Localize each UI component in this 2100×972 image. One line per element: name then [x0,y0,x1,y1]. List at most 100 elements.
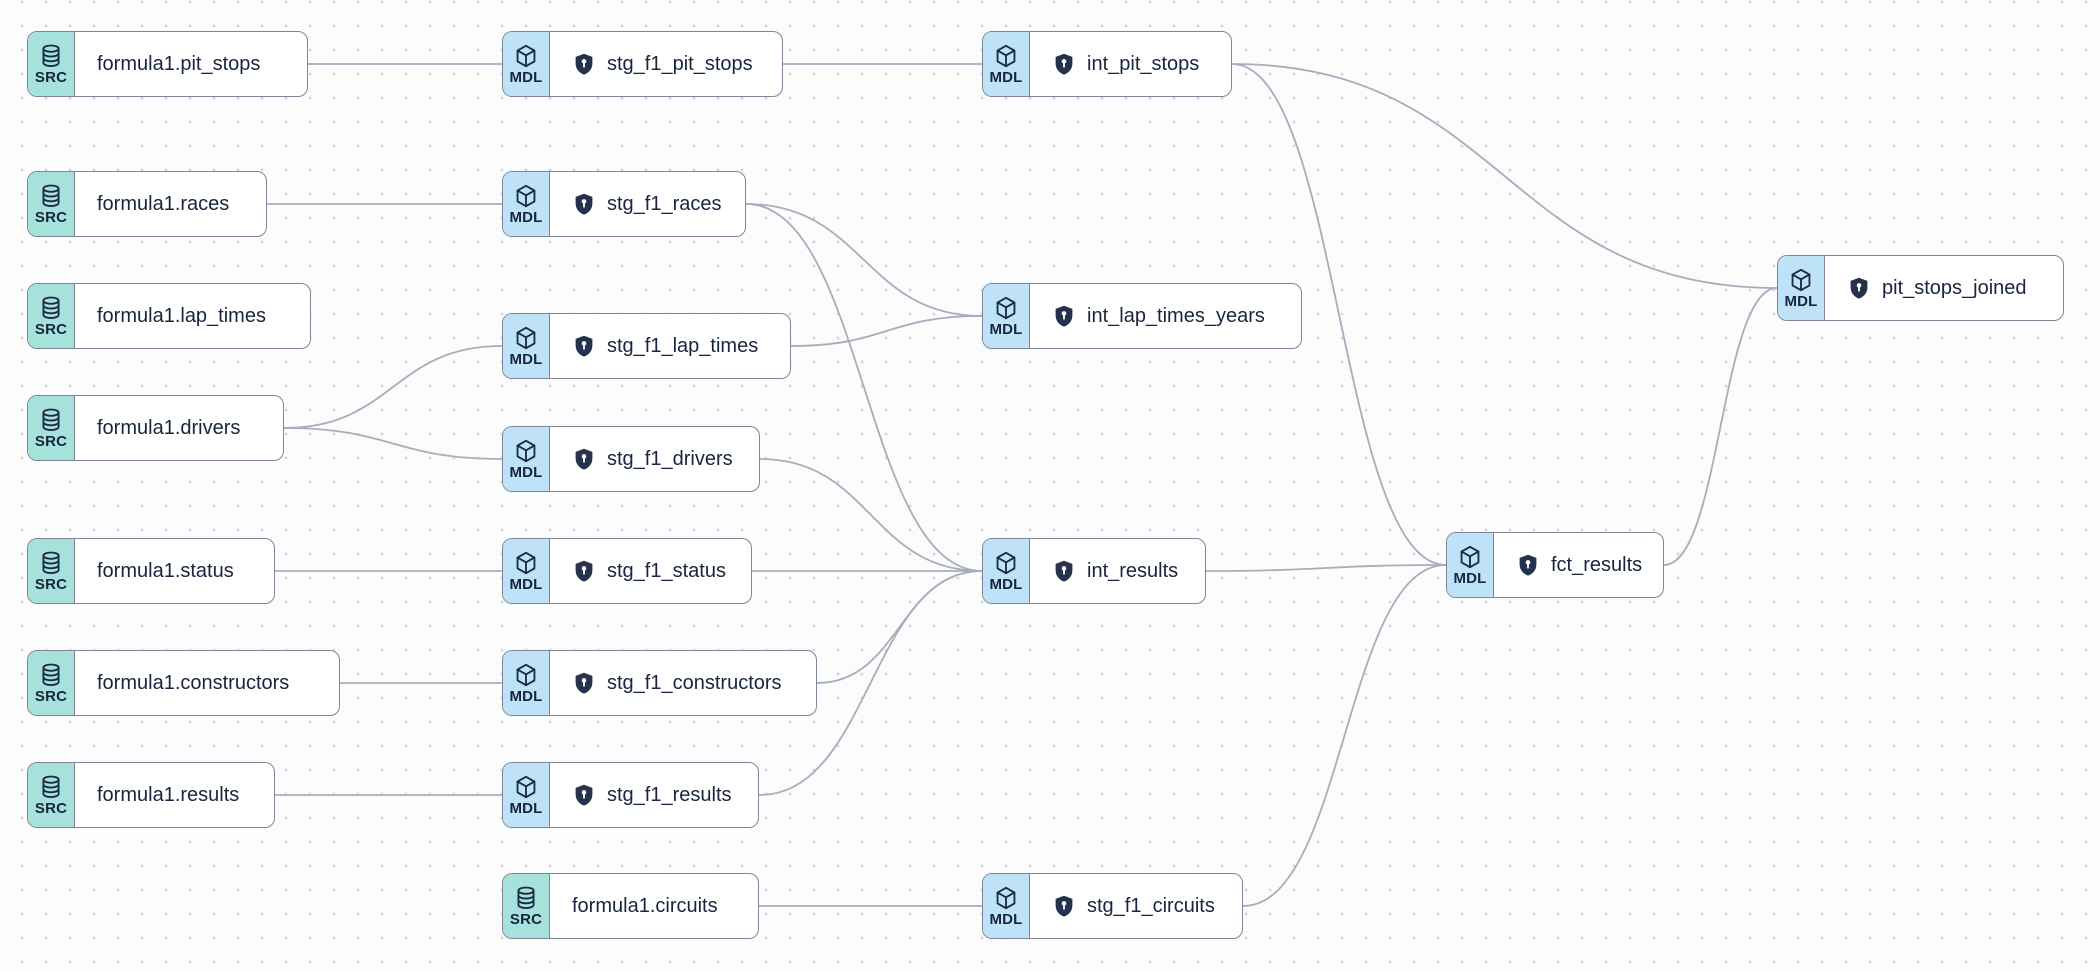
lineage-node-int_results[interactable]: MDL int_results [982,538,1206,604]
shield-icon [1847,276,1871,300]
node-body: formula1.pit_stops [75,32,307,96]
node-body: formula1.constructors [75,651,339,715]
node-body: int_results [1030,539,1205,603]
lineage-node-src_status[interactable]: SRC formula1.status [27,538,275,604]
node-body: formula1.status [75,539,274,603]
lineage-node-src_lap_times[interactable]: SRC formula1.lap_times [27,283,311,349]
node-type-label: MDL [509,463,543,481]
database-icon [38,43,64,69]
lineage-node-fct_results[interactable]: MDL fct_results [1446,532,1664,598]
node-title: int_results [1087,559,1179,582]
node-type-badge-model: MDL [983,284,1030,348]
node-body: formula1.drivers [75,396,283,460]
node-type-badge-source: SRC [28,539,75,603]
shield-icon [572,783,596,807]
shield-icon [1052,559,1076,583]
node-type-label: MDL [1453,569,1487,587]
shield-icon [1516,553,1540,577]
node-body: stg_f1_status [550,539,751,603]
node-type-badge-model: MDL [1778,256,1825,320]
cube-icon [513,662,539,688]
edge-stg_f1_races-to-int_results [745,203,983,572]
cube-icon [1457,544,1483,570]
lineage-node-stg_f1_races[interactable]: MDL stg_f1_races [502,171,746,237]
node-type-badge-model: MDL [983,32,1030,96]
node-title: stg_f1_races [607,192,722,215]
edge-stg_f1_constructors-to-int_results [816,570,983,684]
lineage-node-src_races[interactable]: SRC formula1.races [27,171,267,237]
node-type-label: MDL [509,208,543,226]
node-type-label: MDL [989,320,1023,338]
cube-icon [513,325,539,351]
node-body: stg_f1_constructors [550,651,816,715]
node-type-badge-model: MDL [503,32,550,96]
node-title: formula1.status [97,559,234,582]
node-title: pit_stops_joined [1882,276,2027,299]
node-type-label: MDL [509,68,543,86]
node-type-badge-source: SRC [28,763,75,827]
node-title: formula1.pit_stops [97,52,261,75]
node-type-label: SRC [34,575,68,593]
node-type-label: SRC [34,320,68,338]
node-title: stg_f1_status [607,559,726,582]
node-type-badge-model: MDL [503,763,550,827]
cube-icon [993,43,1019,69]
node-type-badge-model: MDL [503,427,550,491]
shield-icon [572,334,596,358]
node-body: formula1.lap_times [75,284,310,348]
shield-icon [572,52,596,76]
node-body: fct_results [1494,533,1663,597]
database-icon [513,885,539,911]
node-body: int_lap_times_years [1030,284,1301,348]
edge-int_pit_stops-to-fct_results [1231,63,1447,566]
node-body: formula1.results [75,763,274,827]
node-title: stg_f1_drivers [607,447,733,470]
node-type-badge-source: SRC [28,396,75,460]
database-icon [38,662,64,688]
edge-stg_f1_races-to-int_lap_times_years [745,203,983,317]
shield-icon [1052,304,1076,328]
node-type-label: SRC [34,208,68,226]
node-type-label: SRC [34,799,68,817]
node-type-label: MDL [509,799,543,817]
node-type-badge-model: MDL [503,314,550,378]
node-body: stg_f1_races [550,172,745,236]
node-type-badge-model: MDL [1447,533,1494,597]
lineage-node-stg_f1_results[interactable]: MDL stg_f1_results [502,762,759,828]
cube-icon [993,550,1019,576]
cube-icon [993,295,1019,321]
node-body: formula1.races [75,172,266,236]
database-icon [38,295,64,321]
cube-icon [513,550,539,576]
shield-icon [1052,894,1076,918]
database-icon [38,407,64,433]
shield-icon [1052,52,1076,76]
shield-icon [572,559,596,583]
node-type-label: MDL [509,575,543,593]
node-body: pit_stops_joined [1825,256,2063,320]
lineage-node-pit_stops_joined[interactable]: MDL pit_stops_joined [1777,255,2064,321]
node-title: formula1.results [97,783,240,806]
lineage-node-int_lap_times_years[interactable]: MDL int_lap_times_years [982,283,1302,349]
edge-fct_results-to-pit_stops_joined [1663,287,1778,566]
edge-int_results-to-fct_results [1205,564,1447,572]
lineage-node-src_results[interactable]: SRC formula1.results [27,762,275,828]
edge-stg_f1_lap_times-to-int_lap_times_years [790,315,983,347]
node-body: stg_f1_circuits [1030,874,1242,938]
lineage-node-stg_f1_drivers[interactable]: MDL stg_f1_drivers [502,426,760,492]
node-title: stg_f1_results [607,783,732,806]
node-type-badge-model: MDL [983,539,1030,603]
node-type-label: SRC [509,910,543,928]
lineage-node-stg_f1_status[interactable]: MDL stg_f1_status [502,538,752,604]
node-type-badge-model: MDL [503,539,550,603]
